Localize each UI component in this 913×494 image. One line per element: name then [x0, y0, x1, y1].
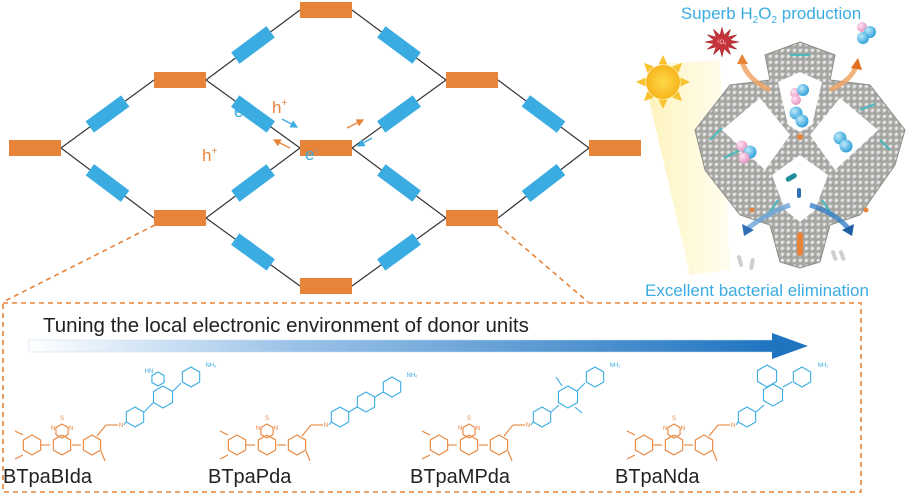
donor-unit	[231, 95, 275, 133]
hole-label-right: h+	[272, 98, 287, 117]
sun-ray	[658, 55, 668, 65]
acceptor-rod	[797, 232, 803, 256]
gradient-arrow	[28, 333, 808, 359]
h2o2-production-title: Superb H2O2 production	[681, 4, 861, 26]
molecule-name: BTpaMPda	[410, 466, 511, 488]
oxygen-molecule-right	[833, 131, 853, 153]
hole-arrow-right	[346, 119, 365, 129]
arrow-to-singlet-oxygen	[739, 61, 772, 93]
electron-label-left: e-	[234, 102, 247, 121]
donor-unit	[521, 95, 566, 133]
donor-unit	[521, 164, 566, 202]
acceptor-units	[9, 2, 641, 294]
donor-unit	[85, 95, 130, 133]
svg-text:N: N	[681, 426, 685, 432]
arrow-bacteria-left	[746, 202, 791, 231]
acceptor-unit	[9, 140, 61, 156]
pore-left	[722, 98, 790, 170]
sun-ray	[672, 91, 683, 102]
electron-arrow-left	[281, 118, 299, 128]
acceptor-unit	[446, 72, 498, 88]
sun-ray	[643, 91, 654, 102]
svg-text:N: N	[51, 426, 55, 432]
svg-text:N: N	[458, 426, 462, 432]
panel-heading: Tuning the local electronic environment …	[43, 314, 529, 337]
sun-ray	[643, 62, 654, 73]
donor-units	[85, 26, 566, 271]
donor-unit	[377, 95, 421, 133]
svg-text:NH₂: NH₂	[407, 373, 419, 379]
donor-unit	[231, 164, 275, 202]
singlet-oxygen-star: ¹O₂	[704, 26, 740, 58]
panel-border	[2, 302, 862, 493]
svg-text:NH₂: NH₂	[610, 363, 622, 369]
svg-text:N: N	[69, 426, 73, 432]
sun-ray	[672, 62, 683, 73]
acceptor-unit	[300, 278, 352, 294]
svg-text:S: S	[60, 416, 64, 422]
molecule-name: BTpaNda	[615, 466, 700, 488]
bacterium-live	[785, 173, 801, 198]
h2o2-molecule-left	[736, 140, 757, 164]
svg-text:N: N	[119, 423, 123, 429]
svg-text:N: N	[274, 426, 278, 432]
acceptor-unit	[154, 210, 206, 226]
hole-arrow-left	[272, 139, 291, 149]
sun-ray	[658, 99, 668, 109]
sun-icon	[636, 55, 690, 109]
svg-text:NH₂: NH₂	[818, 363, 830, 369]
oxygen-molecule-1	[790, 84, 809, 105]
electron-arrow-right	[356, 137, 373, 147]
donor-unit	[231, 233, 275, 271]
sun-ray	[636, 77, 646, 87]
hole-label-left: h+	[202, 146, 217, 165]
donor-unit	[377, 233, 421, 271]
acceptor-unit	[300, 2, 352, 18]
svg-text:S: S	[467, 416, 471, 422]
svg-text:S: S	[672, 416, 676, 422]
donor-unit	[377, 164, 421, 202]
acceptor-unit	[589, 140, 641, 156]
molecule-name: BTpaPda	[208, 466, 292, 488]
h2o2-molecule-top-right	[857, 22, 876, 44]
oxygen-molecule-2	[789, 106, 809, 128]
svg-text:S: S	[265, 416, 269, 422]
svg-text:N: N	[476, 426, 480, 432]
cof-network-diagram: e- h+ h+ e-	[2, 2, 641, 303]
acceptor-unit	[154, 72, 206, 88]
svg-text:NH₂: NH₂	[206, 363, 218, 369]
donor-unit	[231, 26, 275, 64]
arrow-bacteria-right	[809, 202, 850, 230]
molecule-name: BTpaBIda	[3, 466, 93, 488]
bacterial-elimination-title: Excellent bacterial elimination	[645, 281, 869, 300]
donor-unit	[85, 164, 130, 202]
acceptor-unit	[446, 210, 498, 226]
acceptor-unit	[300, 140, 352, 156]
zoom-guide-left	[2, 224, 156, 303]
charge-transfer-annotations: e- h+ h+ e-	[202, 98, 373, 165]
donor-tuning-panel: Tuning the local electronic environment …	[2, 302, 862, 493]
donor-unit	[377, 26, 421, 64]
electron-label-right: e-	[305, 145, 318, 164]
singlet-oxygen-label: ¹O₂	[718, 40, 728, 46]
svg-text:N: N	[731, 423, 735, 429]
sun-ray	[680, 77, 690, 87]
zoom-guide-right	[497, 224, 589, 303]
cof-illustration: ¹O₂ Superb H2O2 production Excellent bac…	[636, 4, 906, 300]
bacterium-dead	[736, 250, 846, 270]
svg-text:N: N	[324, 423, 328, 429]
svg-text:N: N	[663, 426, 667, 432]
svg-text:N: N	[256, 426, 260, 432]
svg-text:N: N	[526, 423, 530, 429]
svg-text:HN: HN	[145, 369, 154, 375]
